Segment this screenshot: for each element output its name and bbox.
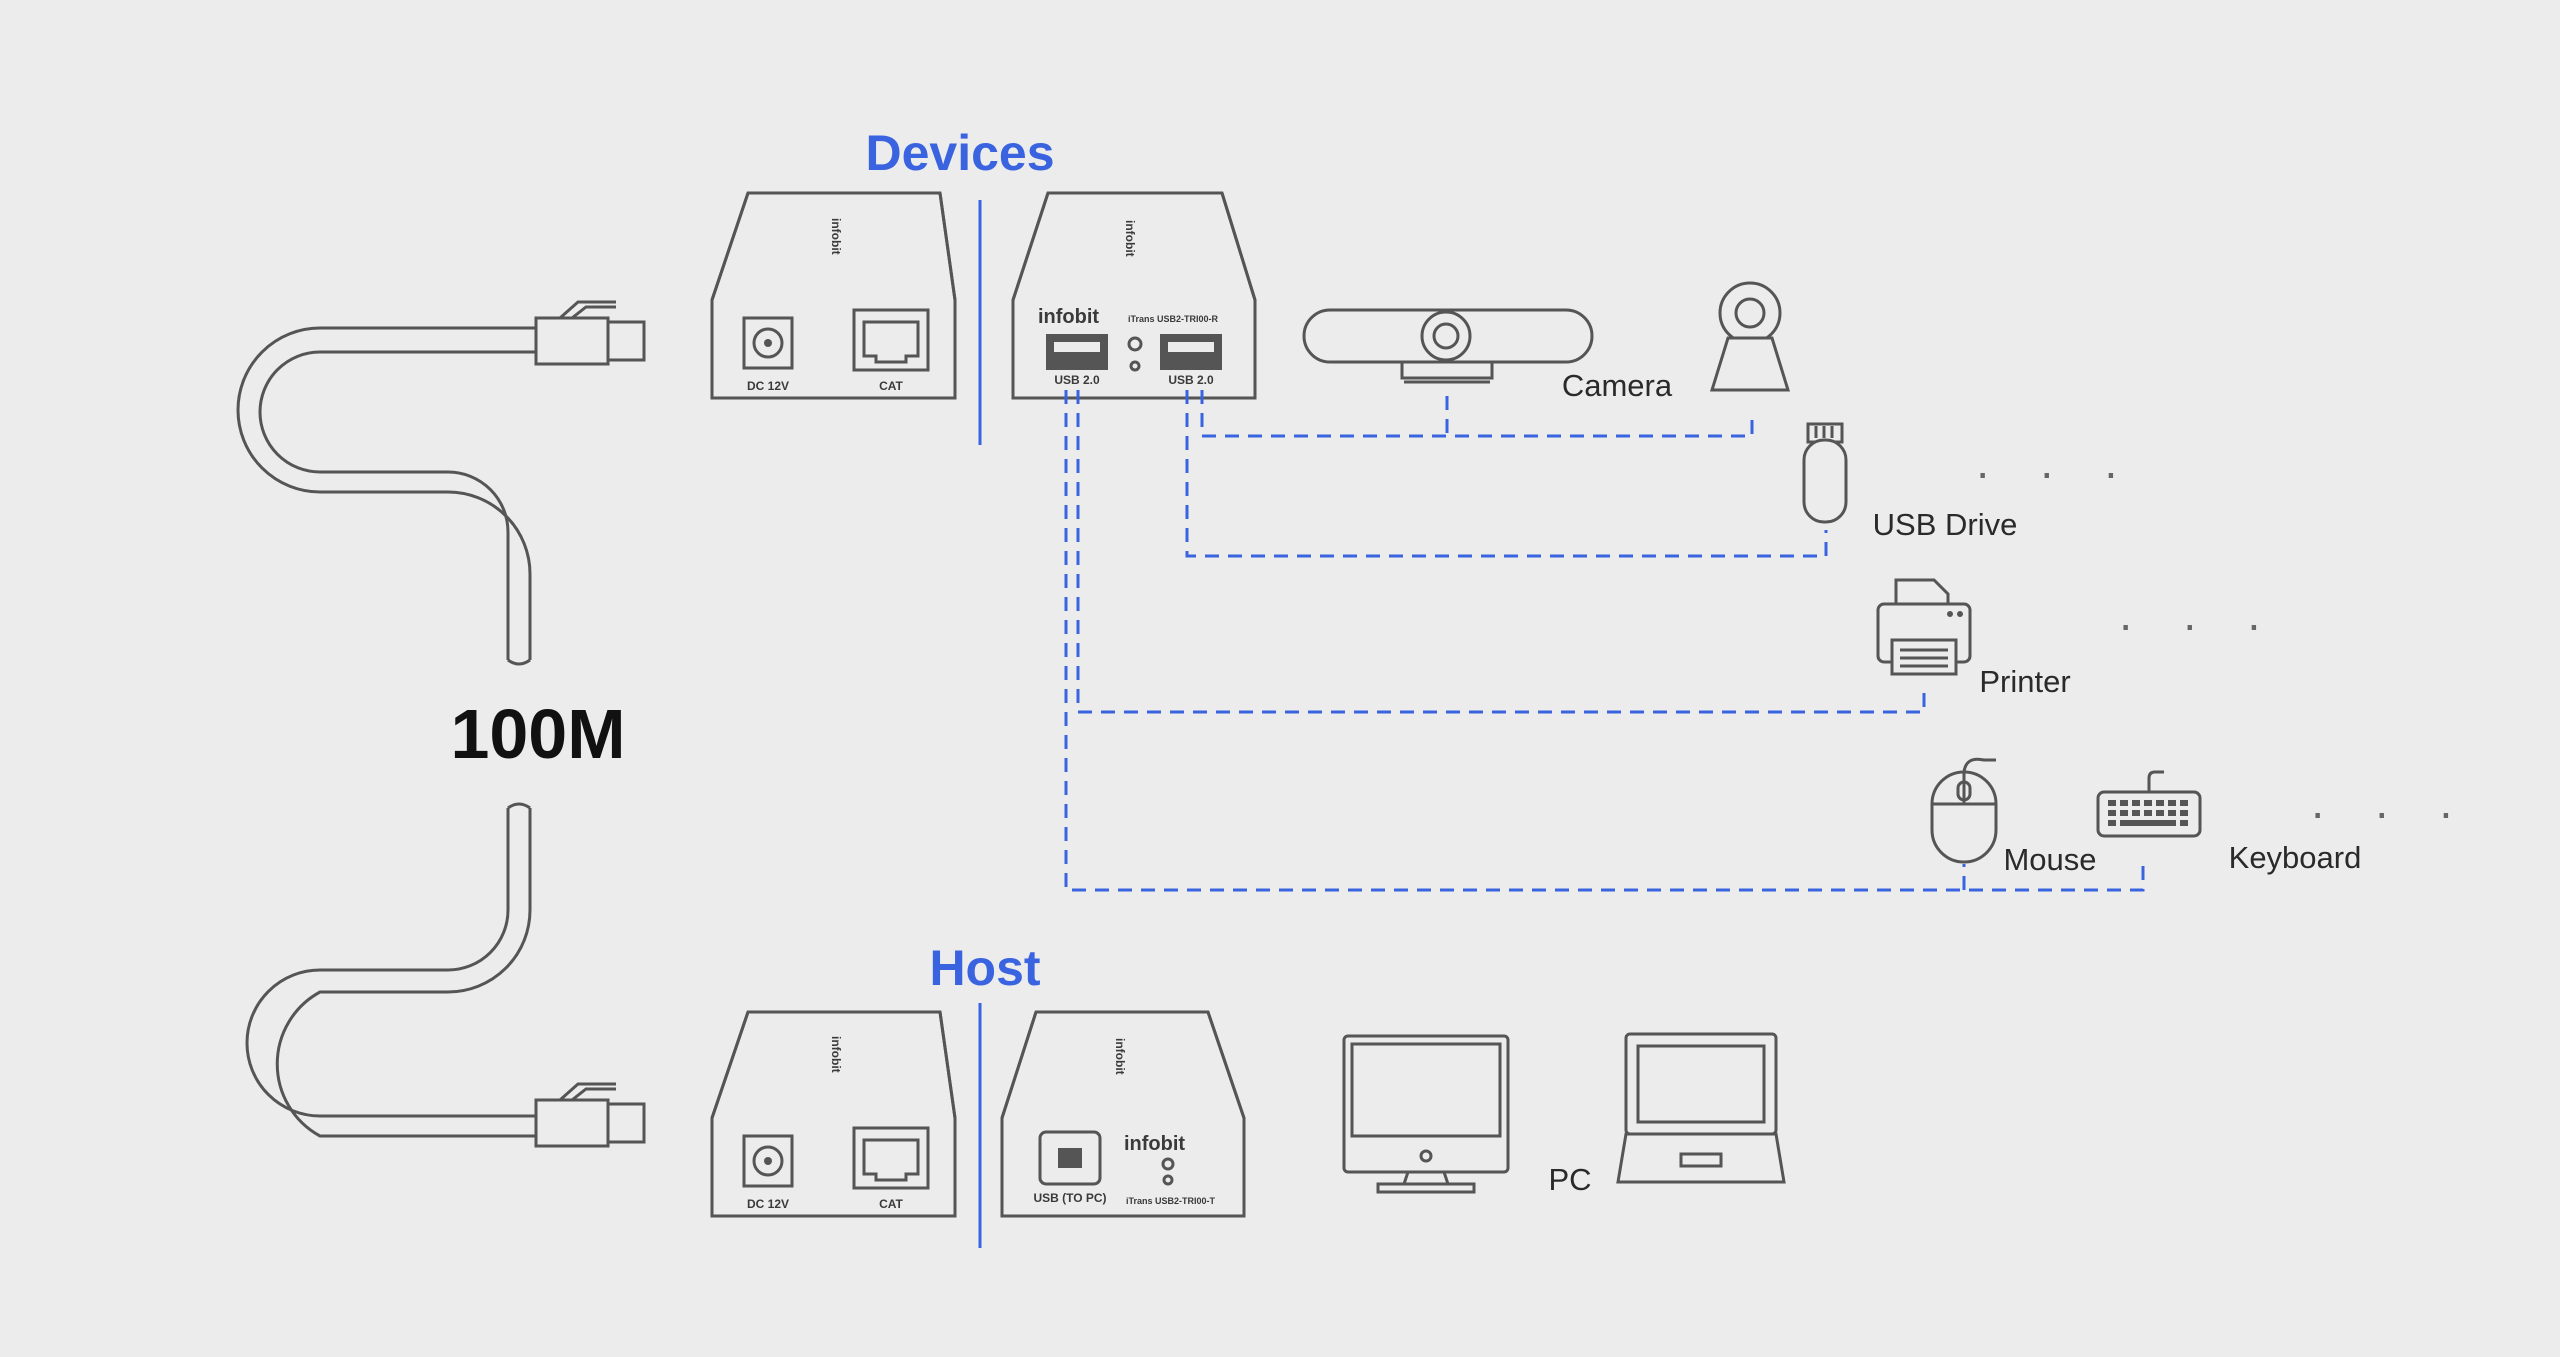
distance-label: 100M [450, 695, 625, 773]
conference-camera-icon [1302, 308, 1594, 384]
webcam-icon [1709, 281, 1791, 392]
keyboard-icon [2096, 770, 2202, 838]
camera-label: Camera [1562, 368, 1673, 403]
infobit-logo-top: infobit [1123, 220, 1137, 257]
infobit-logo-front: infobit [1038, 306, 1099, 328]
dc-power-jack [742, 1134, 794, 1188]
power-icon [1127, 336, 1143, 352]
wire-webcam [1200, 390, 1754, 438]
cat-port [852, 308, 930, 372]
ethernet-cable-lower [245, 802, 646, 1148]
receiver-front-unit: infobit infobit iTrans USB2-TRI00-R USB … [1011, 191, 1257, 400]
infobit-logo: infobit [829, 1036, 843, 1073]
usb-port-1-label: USB 2.0 [1054, 373, 1100, 387]
infobit-logo-top: infobit [1113, 1038, 1127, 1075]
usb-drive-label: USB Drive [1873, 507, 2018, 542]
mouse-label: Mouse [2003, 842, 2096, 877]
devices-title: Devices [865, 125, 1054, 181]
host-title: Host [929, 940, 1040, 996]
pc-label: PC [1548, 1162, 1591, 1197]
keyboard-label: Keyboard [2229, 840, 2362, 875]
power-icon [1161, 1157, 1175, 1171]
cat-label: CAT [879, 379, 903, 393]
ethernet-cable-upper [236, 300, 646, 666]
usb-drive-icon [1802, 422, 1848, 524]
mouse-icon [1930, 757, 1998, 864]
more-printers: · · · [2118, 598, 2280, 650]
transmitter-model: iTrans USB2-TRI00-T [1126, 1196, 1216, 1206]
status-led [1162, 1174, 1174, 1186]
dc-power-jack [742, 316, 794, 370]
receiver-rear-unit: DC 12V CAT infobit [710, 191, 957, 400]
cat-label: CAT [879, 1197, 903, 1211]
usb-port-2-label: USB 2.0 [1168, 373, 1214, 387]
wire-keyboard [1064, 390, 2145, 892]
transmitter-front-unit: infobit USB (TO PC) infobit iTrans USB2-… [1000, 1010, 1246, 1218]
dc-label: DC 12V [747, 1197, 789, 1211]
more-input-devices: · · · [2310, 786, 2472, 838]
rj45-plug-upper [534, 300, 646, 366]
laptop-icon [1616, 1032, 1786, 1184]
printer-icon [1876, 578, 1972, 676]
infobit-logo-front: infobit [1124, 1133, 1185, 1155]
desktop-monitor-icon [1342, 1034, 1510, 1194]
wire-printer [1076, 390, 1926, 714]
printer-label: Printer [1979, 664, 2070, 699]
dc-label: DC 12V [747, 379, 789, 393]
usb-b-port [1038, 1130, 1102, 1186]
rj45-plug-lower [534, 1082, 646, 1148]
infobit-logo: infobit [829, 218, 843, 255]
more-usb-drives: · · · [1975, 446, 2137, 498]
transmitter-rear-unit: DC 12V CAT infobit [710, 1010, 957, 1218]
wire-usb-drive [1185, 390, 1828, 558]
cat-port [852, 1126, 930, 1190]
usb-b-label: USB (TO PC) [1033, 1191, 1106, 1205]
receiver-model: iTrans USB2-TRI00-R [1128, 314, 1219, 324]
status-led [1129, 360, 1141, 372]
usb-connection-wires [1064, 390, 2145, 892]
